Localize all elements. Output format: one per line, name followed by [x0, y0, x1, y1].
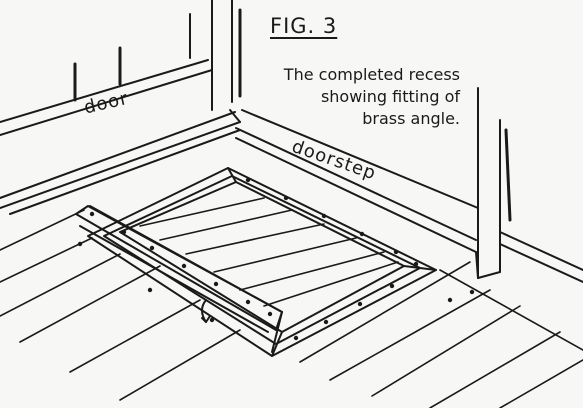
floorboards: [0, 209, 583, 408]
door-threshold: [0, 109, 241, 215]
recess-boards: [139, 197, 399, 307]
figure-caption: The completed recess showing fitting of …: [230, 64, 460, 130]
screw-holes: [77, 177, 475, 341]
caption-line-2: showing fitting of: [320, 87, 460, 106]
brass-angle-bar: [75, 205, 283, 353]
figure-title: FIG. 3: [270, 14, 338, 38]
door: [0, 0, 242, 136]
curved-arrow: [201, 299, 211, 323]
caption-line-1: The completed recess: [283, 65, 460, 84]
caption-line-3: brass angle.: [362, 109, 460, 128]
wall-frame: [241, 87, 583, 283]
doorstep: [235, 127, 479, 279]
